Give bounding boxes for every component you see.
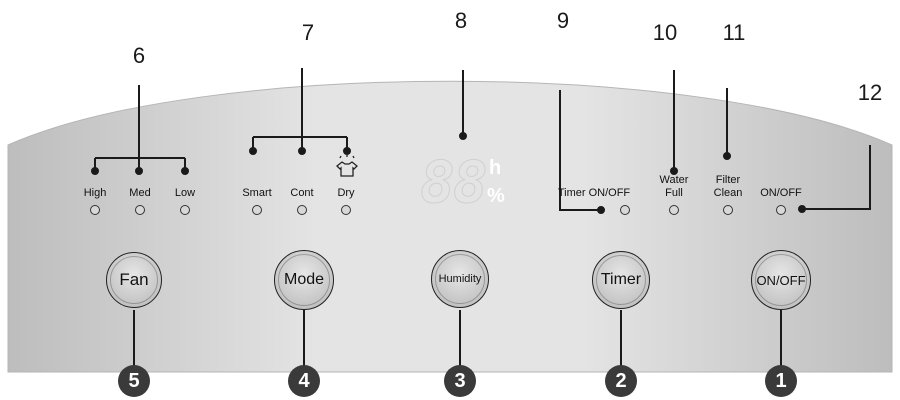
timer-button-label: Timer <box>600 271 642 288</box>
humidity-button-label: Humidity <box>438 273 482 285</box>
led-smart <box>252 205 262 215</box>
led-label-smart: Smart <box>242 187 272 199</box>
badge-2: 2 <box>605 365 637 397</box>
led-cont <box>297 205 307 215</box>
badge-1: 1 <box>765 365 797 397</box>
callout-number-8: 8 <box>454 8 468 33</box>
humidity-button-ring <box>435 254 485 304</box>
onoff-button-ring <box>755 254 807 306</box>
callout-number-6: 6 <box>132 43 146 68</box>
led-label-onoff: ON/OFF <box>760 187 802 199</box>
led-label-med: Med <box>129 187 151 199</box>
callout-8-leader <box>459 70 467 140</box>
led-filter-clean <box>723 205 733 215</box>
callout-number-7: 7 <box>301 20 315 45</box>
callout-number-12: 12 <box>857 80 883 105</box>
shirt-drying-icon <box>336 155 358 177</box>
button-badge-leaders <box>133 310 782 366</box>
badge-3: 3 <box>444 365 476 397</box>
led-label-high: High <box>83 187 107 199</box>
mode-button[interactable]: Mode <box>274 250 334 310</box>
led-water-full <box>669 205 679 215</box>
led-high <box>90 205 100 215</box>
callout-number-11: 11 <box>722 20 746 45</box>
badge-4: 4 <box>288 365 320 397</box>
led-label-timer-onoff: Timer ON/OFF <box>557 187 631 199</box>
timer-button[interactable]: Timer <box>592 251 650 309</box>
badge-5: 5 <box>118 365 150 397</box>
display-digits: 88 <box>420 148 489 216</box>
callout-7-leader <box>249 68 351 155</box>
led-label-filter-clean-line2: Clean <box>713 187 743 199</box>
display-unit-percent: % <box>487 185 505 207</box>
mode-button-label: Mode <box>283 271 325 288</box>
timer-button-ring <box>596 255 646 305</box>
led-label-low: Low <box>174 187 196 199</box>
display-unit-hours: h <box>489 157 502 179</box>
callout-11-leader <box>723 88 731 160</box>
callout-number-10: 10 <box>652 20 678 45</box>
led-label-dry: Dry <box>337 187 355 199</box>
callout-6-leader <box>91 85 189 175</box>
led-dry <box>341 205 351 215</box>
onoff-button[interactable]: ON/OFF <box>751 250 811 310</box>
callout-9-leader <box>559 90 605 214</box>
callout-10-leader <box>670 70 678 175</box>
led-onoff <box>776 205 786 215</box>
mode-button-ring <box>278 254 330 306</box>
panel-body <box>7 80 893 373</box>
fan-button-ring <box>110 256 158 304</box>
humidity-button[interactable]: Humidity <box>431 250 489 308</box>
callout-12-leader <box>798 145 871 213</box>
led-label-filter-clean-line1: Filter <box>715 174 741 186</box>
led-label-cont: Cont <box>290 187 314 199</box>
led-label-water-full-line2: Full <box>665 187 683 199</box>
fan-button-label: Fan <box>119 270 149 289</box>
onoff-button-label: ON/OFF <box>756 272 806 288</box>
led-low <box>180 205 190 215</box>
led-med <box>135 205 145 215</box>
fan-button[interactable]: Fan <box>106 252 162 308</box>
led-timer-onoff <box>620 205 630 215</box>
led-label-water-full-line1: Water <box>659 174 689 186</box>
callout-number-9: 9 <box>556 8 570 33</box>
